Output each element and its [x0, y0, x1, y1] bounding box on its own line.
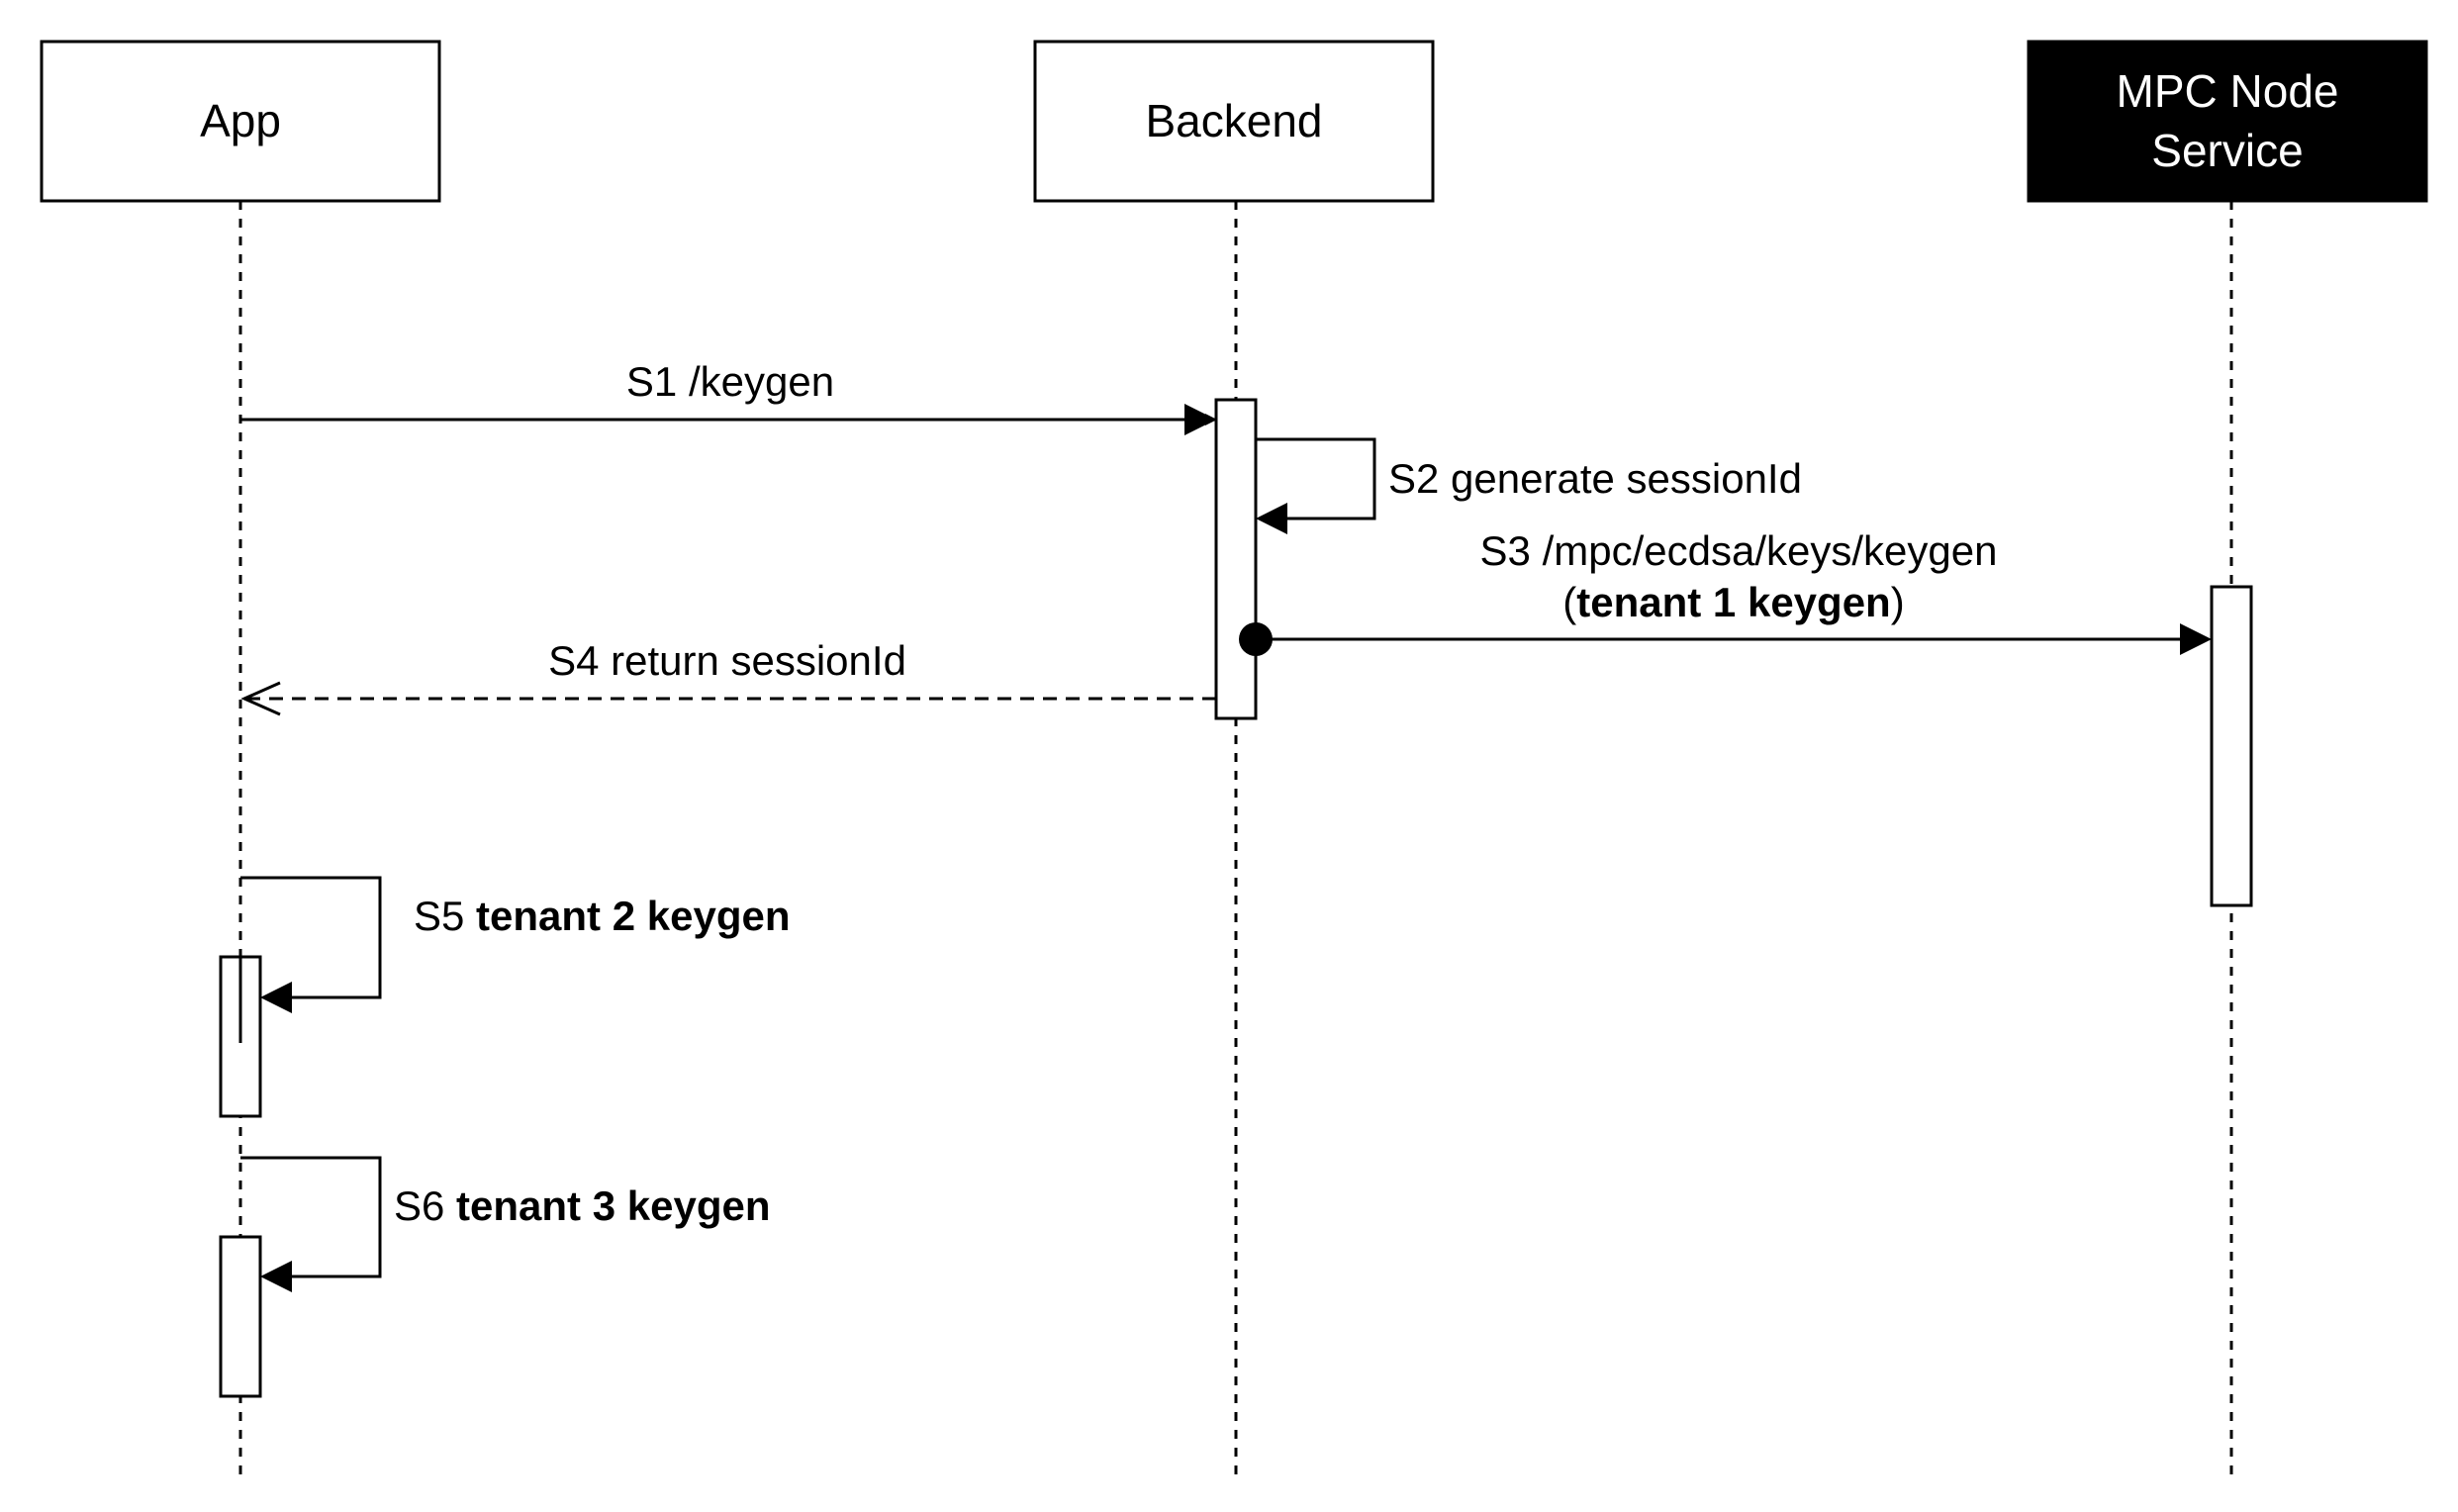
message-s2: S2 generate sessionId [1256, 437, 1802, 534]
message-s6: S6 tenant 3 keygen [240, 1156, 771, 1292]
actor-mpc-label-line1: MPC Node [2117, 65, 2339, 117]
message-s6-prefix: S6 [394, 1182, 456, 1229]
message-s6-label: S6 tenant 3 keygen [394, 1182, 771, 1229]
message-s3-label-line2: (tenant 1 keygen) [1562, 579, 1904, 625]
message-s2-label: S2 generate sessionId [1388, 455, 1802, 502]
actor-app-label: App [200, 95, 281, 146]
actor-backend-label: Backend [1145, 95, 1322, 146]
message-s5: S5 tenant 2 keygen [240, 876, 791, 1013]
message-s3: S3 /mpc/ecdsa/keys/keygen (tenant 1 keyg… [1239, 527, 2212, 656]
message-s1-label: S1 /keygen [626, 358, 834, 405]
activation-backend [1214, 398, 1258, 720]
activation-app-s6 [219, 1235, 262, 1398]
message-s5-bold: tenant 2 keygen [476, 893, 790, 939]
actor-backend: Backend [1033, 40, 1435, 203]
message-s4: S4 return sessionId [240, 637, 1216, 716]
message-s6-bold: tenant 3 keygen [456, 1182, 770, 1229]
actor-app: App [40, 40, 441, 203]
message-s5-label: S5 tenant 2 keygen [414, 893, 791, 939]
message-s3-open-paren: ( [1562, 579, 1576, 625]
message-s4-label: S4 return sessionId [548, 637, 906, 684]
actor-mpc-node-service: MPC Node Service [2027, 40, 2428, 203]
message-s3-bold: tenant 1 keygen [1576, 579, 1890, 625]
message-s3-close-paren: ) [1891, 579, 1905, 625]
message-s1: S1 /keygen [240, 358, 1217, 435]
activation-mpc [2210, 585, 2253, 907]
message-s3-label-line1: S3 /mpc/ecdsa/keys/keygen [1480, 527, 1998, 574]
actor-mpc-label-line2: Service [2151, 125, 2303, 176]
message-s5-prefix: S5 [414, 893, 476, 939]
